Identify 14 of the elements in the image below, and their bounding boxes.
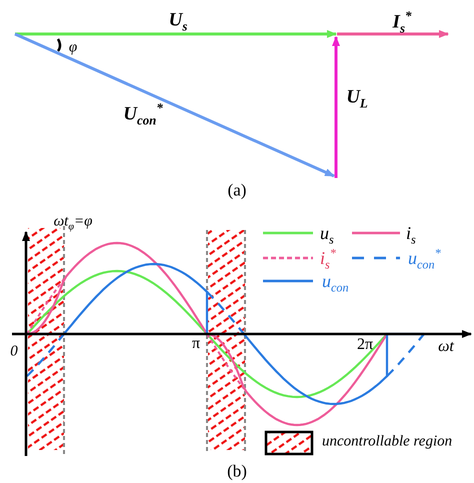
angle-label: ωt$_{φ}$=φ <box>54 214 92 230</box>
vector-label: U$_{L}$ <box>346 88 368 106</box>
tick-label: 2π <box>356 337 374 353</box>
tick-label: π <box>192 336 200 352</box>
legend-label: i$_{s}$ <box>406 224 416 242</box>
tick-label: 0 <box>10 344 18 360</box>
vector-label: U$_{s}$ <box>168 10 188 30</box>
legend-label: u$_{con}$ <box>322 272 349 290</box>
legend-label: uncontrollable region <box>322 434 452 450</box>
angle-label: φ <box>68 40 78 56</box>
panel-label: (b) <box>227 462 247 480</box>
axis-label: ωt <box>438 339 454 355</box>
panel-label: (a) <box>228 182 246 198</box>
legend-label: u$_{s}$ <box>320 224 334 242</box>
